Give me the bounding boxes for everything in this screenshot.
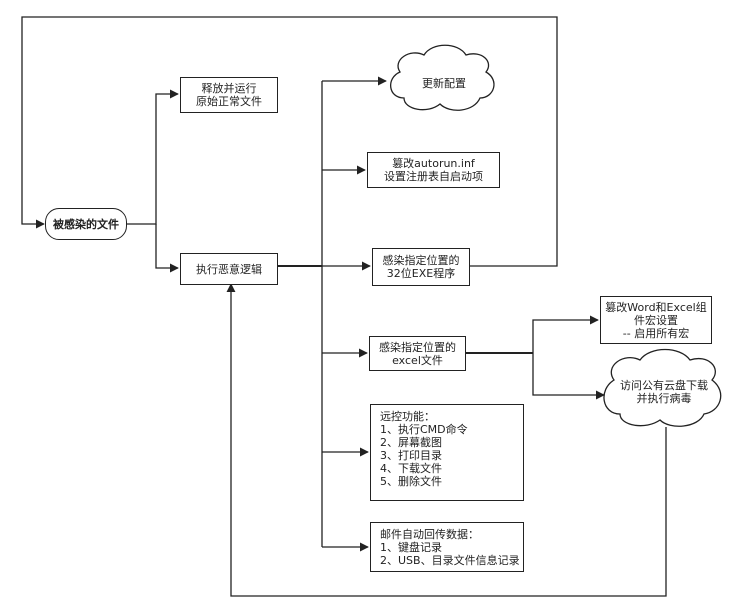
node-text-line: 原始正常文件 <box>196 95 262 108</box>
node-text-line: 3、打印目录 <box>380 449 442 462</box>
node-text-line: 被感染的文件 <box>53 217 119 231</box>
node-text-line: 访问公有云盘下载 <box>620 379 708 392</box>
cloud-shape-cloud-download <box>603 348 722 427</box>
node-release-run: 释放并运行原始正常文件 <box>180 77 278 113</box>
node-text-line: 5、删除文件 <box>380 475 442 488</box>
node-text-line: 设置注册表自启动项 <box>384 170 483 183</box>
node-text-line: 1、执行CMD命令 <box>380 423 468 436</box>
connector-to-macro <box>532 315 599 353</box>
node-update-config: 更新配置 <box>404 68 484 98</box>
node-text-line: 篡改Word和Excel组 <box>605 300 707 314</box>
node-tamper-macro: 篡改Word和Excel组件宏设置-- 启用所有宏 <box>600 296 712 344</box>
connector-to-cloud <box>532 353 605 400</box>
connector-infected-branch <box>127 89 179 225</box>
node-text-line: 执行恶意逻辑 <box>196 262 262 276</box>
node-text-line: 32位EXE程序 <box>386 267 456 280</box>
node-text-line: 2、屏幕截图 <box>380 436 442 449</box>
node-cloud-download: 访问公有云盘下载并执行病毒 <box>614 374 714 410</box>
node-text-line: 2、USB、目录文件信息记录 <box>380 554 520 567</box>
connector-infect-exe-to-loop <box>470 224 558 267</box>
node-text-line: 4、下载文件 <box>380 462 442 475</box>
node-text-line: 感染指定位置的 <box>379 340 456 354</box>
node-text-line: 更新配置 <box>422 76 466 90</box>
node-text-line: 感染指定位置的 <box>382 254 460 267</box>
node-text-line: 并执行病毒 <box>636 392 692 405</box>
node-text-line: 邮件自动回传数据： <box>380 528 479 541</box>
node-infected-file: 被感染的文件 <box>45 208 127 240</box>
node-text-line: 篡改autorun.inf <box>392 157 475 170</box>
node-text-line: 件宏设置 <box>634 313 678 327</box>
node-text-line: 远控功能： <box>380 410 435 423</box>
loop-connector <box>21 16 558 229</box>
connector-cloud-to-execute <box>226 283 667 597</box>
node-execute-malicious: 执行恶意逻辑 <box>180 253 278 285</box>
node-text-line: 释放并运行 <box>201 82 257 95</box>
node-text-line: -- 启用所有宏 <box>622 326 690 340</box>
cloud-shape-update-config <box>390 44 495 111</box>
connector-to-execute <box>155 224 179 273</box>
node-text-line: excel文件 <box>392 353 443 367</box>
node-text-line: 1、键盘记录 <box>380 541 442 554</box>
